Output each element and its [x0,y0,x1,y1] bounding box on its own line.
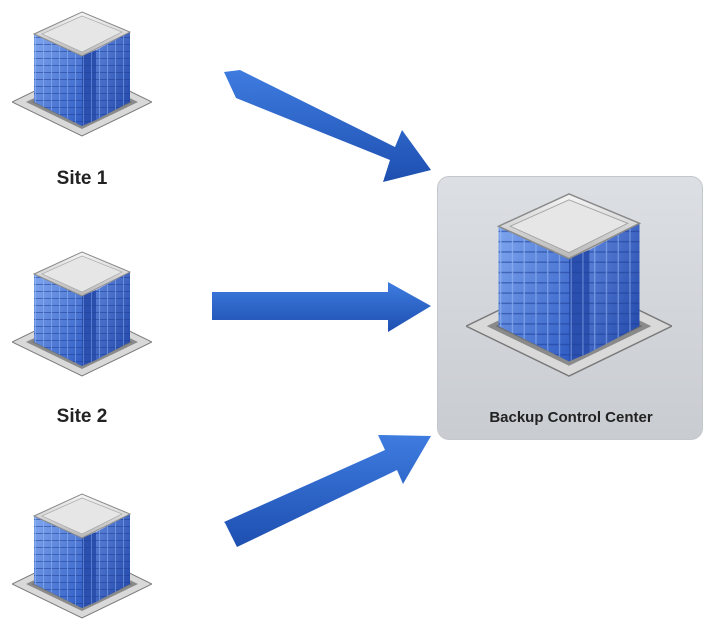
arrow-icon [224,70,431,182]
arrow-icon [212,282,431,332]
center-label: Backup Control Center [489,409,653,426]
arrow-icon [224,435,431,547]
backup-control-center-box: Backup Control Center [437,176,703,440]
site-2-label: Site 2 [56,406,108,427]
site-1-label: Site 1 [56,168,108,189]
